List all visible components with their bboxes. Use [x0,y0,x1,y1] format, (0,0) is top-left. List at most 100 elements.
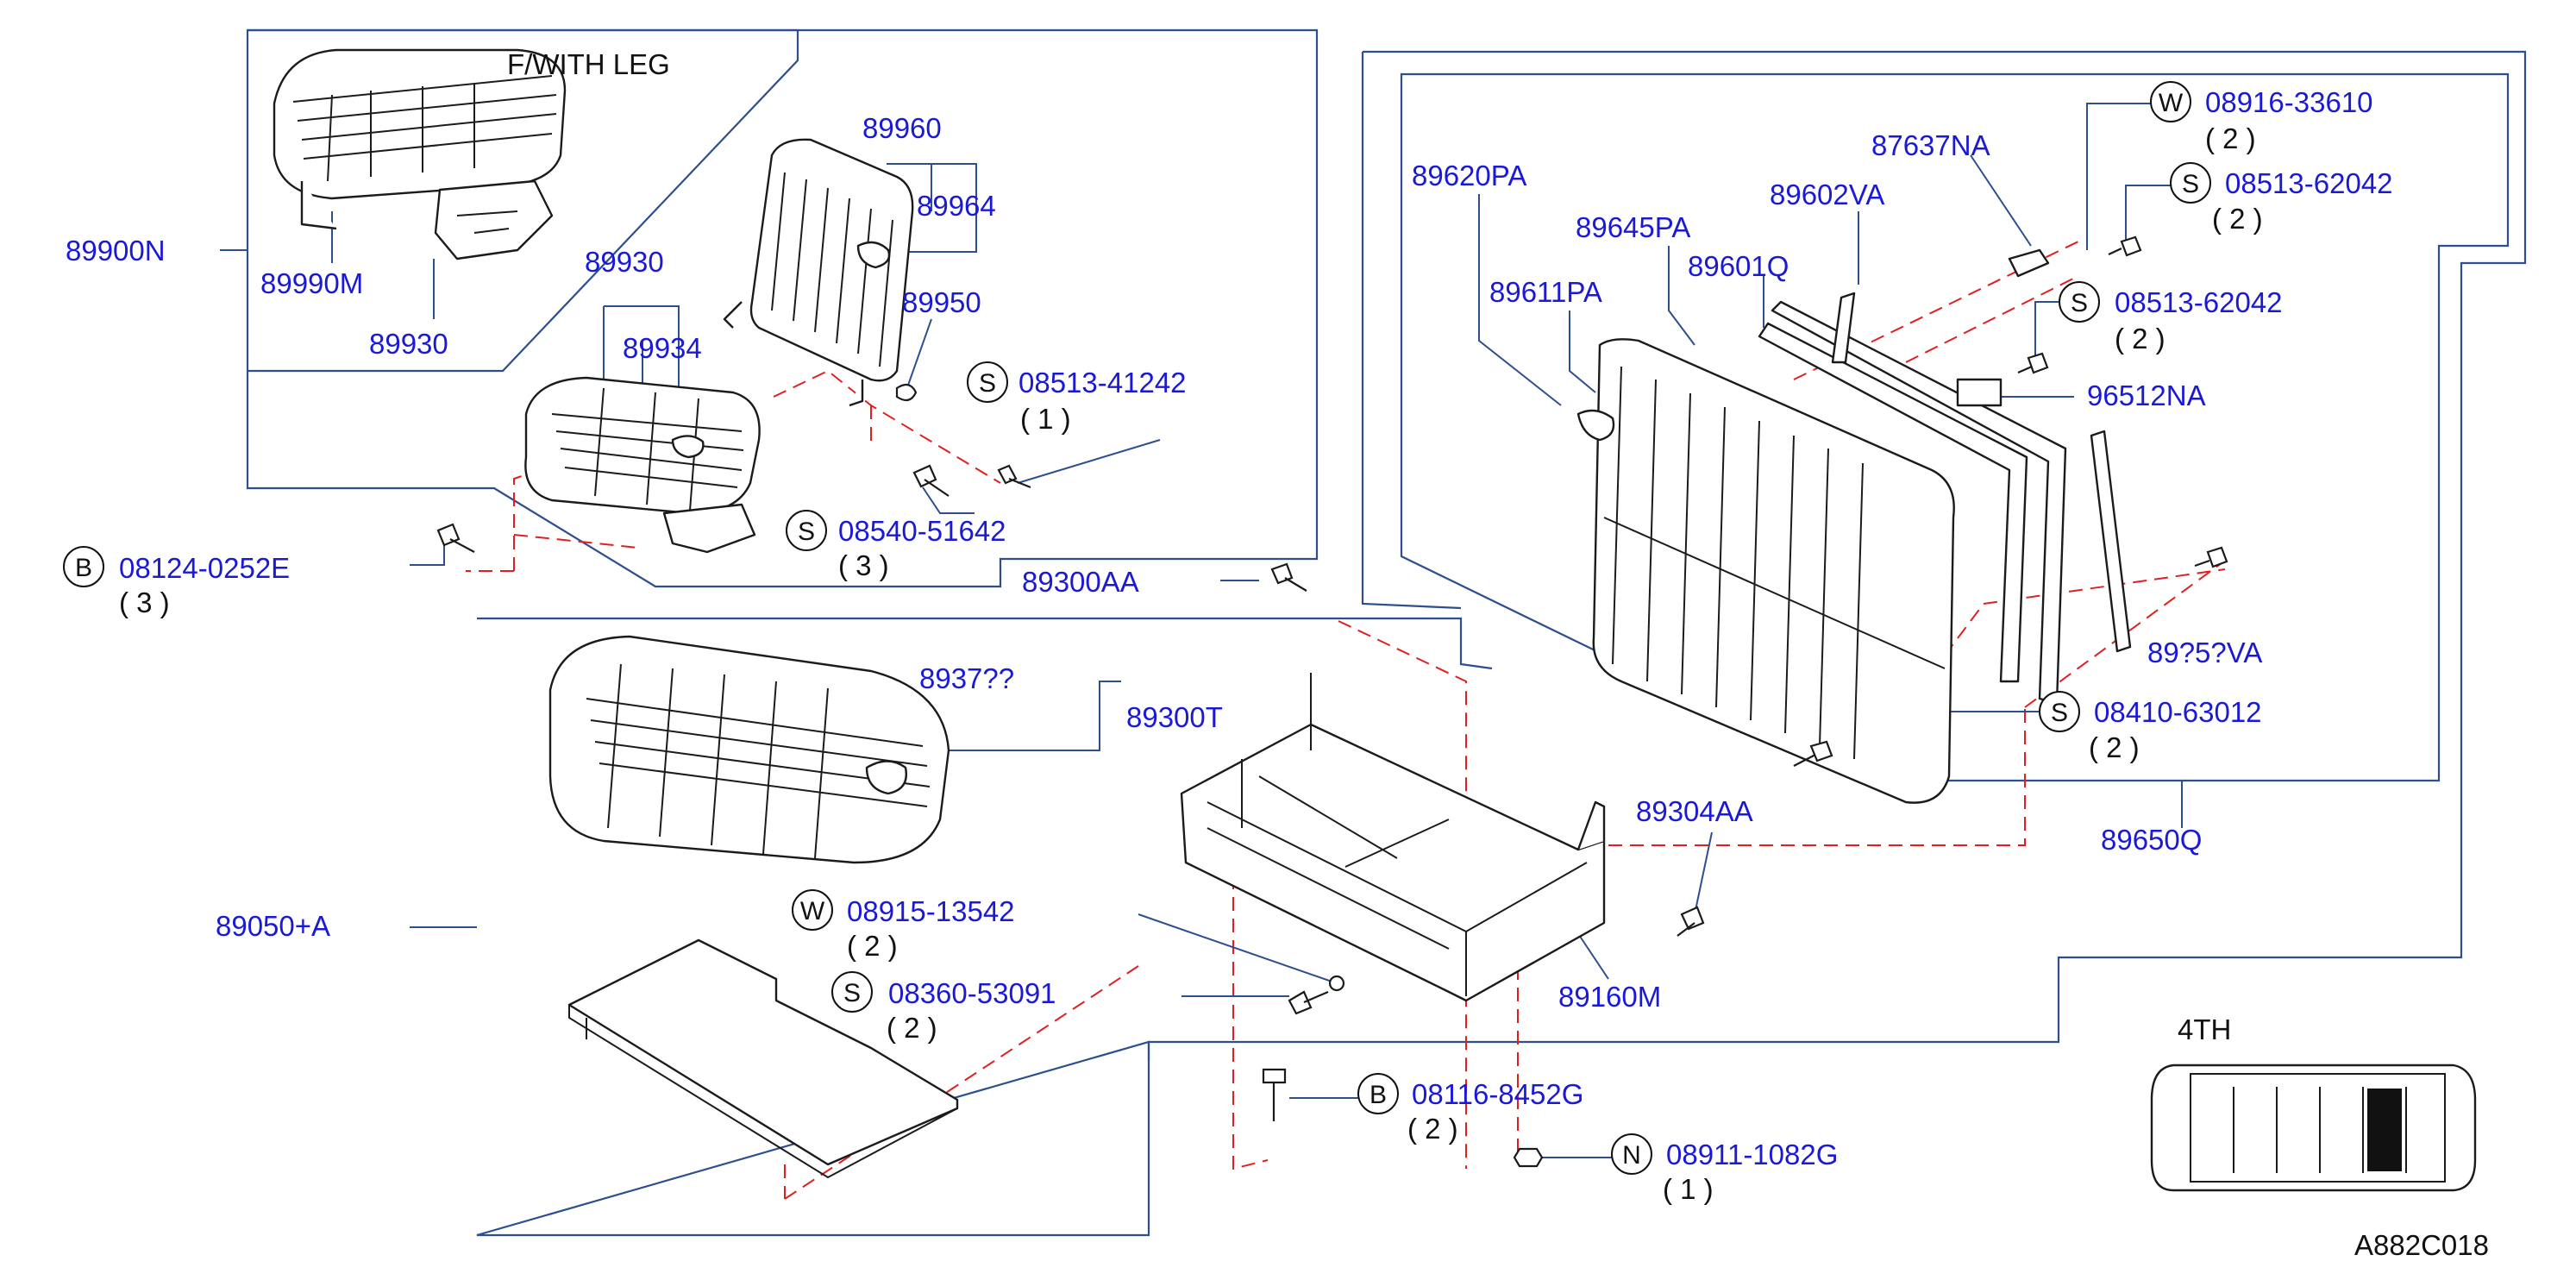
svg-text:S: S [2051,699,2068,727]
fasteners [436,235,2228,1168]
svg-text:08124-0252E: 08124-0252E [119,552,290,584]
locator-car-body [2150,1064,2477,1192]
label-87637NA: 87637NA [1871,129,1990,161]
svg-text:S: S [2182,170,2199,198]
svg-text:08540-51642: 08540-51642 [838,515,1006,547]
label-89650Q: 89650Q [2101,824,2202,856]
locator-label: 4TH [2178,1013,2231,1045]
leader-87637NA [1970,154,2032,247]
with-leg-note: F/WITH LEG [507,48,670,80]
screw-right-back [2194,546,2228,568]
label-89934: 89934 [623,332,702,364]
leader-89960 [884,163,977,253]
leader-89645PA [1668,246,1695,346]
main-cushion [548,635,950,864]
label-89950: 89950 [902,286,981,318]
leader-08916-33610 [2086,103,2152,250]
phantom-board [784,965,1139,1200]
svg-text:08513-41242: 08513-41242 [1018,367,1187,398]
leader-08513-62042a [2125,185,2173,242]
leader-89304AA [1694,831,1713,915]
drawing-code: A882C018 [2354,1229,2489,1261]
label-89300AA: 89300AA [1022,566,1139,598]
callout-08916-33610: W 08916-33610 ( 2 ) [2150,81,2373,154]
label-89300T: 89300T [1126,701,1223,733]
label-89050A: 89050+A [216,910,330,942]
phantom-rear-back [1587,241,2226,846]
svg-text:( 2 ): ( 2 ) [2089,731,2140,763]
svg-text:( 3 ): ( 3 ) [119,587,170,618]
svg-text:08513-62042: 08513-62042 [2225,167,2393,199]
callout-08513-41242: S 08513-41242 ( 1 ) [967,361,1187,435]
label-89930-leg: 89930 [369,328,448,360]
screw-08513-62042b [2017,352,2049,374]
label-89304AA: 89304AA [1636,795,1753,827]
group-frame-right-outer [1147,50,2527,1061]
leader-89611PA [1569,311,1596,393]
locator-4th-row-highlight [2367,1089,2402,1171]
leader-08513-41242 [1017,439,1161,484]
label-89964: 89964 [917,190,996,222]
label-89601Q: 89601Q [1688,250,1789,282]
svg-text:S: S [843,979,861,1007]
bolt-89300AA [1270,562,1307,592]
label-89602VA: 89602VA [1770,179,1884,210]
screw-08513-62042a [2108,235,2142,257]
svg-text:( 2 ): ( 2 ) [1407,1113,1458,1145]
svg-text:W: W [800,897,825,925]
svg-text:08410-63012: 08410-63012 [2094,696,2262,728]
label-89160M: 89160M [1558,981,1661,1013]
callouts: S 08513-41242 ( 1 ) S 08540-51642 ( 3 ) … [63,81,2393,1205]
bolt-08540 [912,464,950,497]
svg-text:08911-1082G: 08911-1082G [1666,1139,1838,1170]
svg-text:( 2 ): ( 2 ) [887,1012,937,1044]
floor-board [567,938,959,1179]
vehicle-locator [2150,1064,2477,1192]
nut-08911 [1513,1147,1544,1168]
leader-89620PA [1478,194,1562,406]
svg-text:( 3 ): ( 3 ) [838,549,889,581]
callout-08116-8452G: B 08116-8452G ( 2 ) [1357,1073,1583,1145]
svg-text:08513-62042: 08513-62042 [2115,286,2283,318]
bolt-08116 [1262,1068,1287,1121]
label-896-partial: 89?5?VA [2147,637,2262,668]
screw-08513-41242 [997,464,1031,489]
leader-08540-51642 [922,486,975,514]
label-89611PA: 89611PA [1489,276,1602,308]
rear-seatback [1576,248,2132,804]
label-96512NA: 96512NA [2087,380,2206,411]
svg-text:S: S [979,369,996,398]
label-89900N: 89900N [66,235,166,267]
leader-08124-0252E [410,545,445,566]
phantom-back-bracket [773,369,1001,484]
labels: F/WITH LEG 89900N 89990M 89930 89960 899… [66,48,2262,1013]
bolt-08124 [436,523,475,553]
group-frame-upper-left [246,28,1319,588]
seat-frame [1180,673,1606,1002]
svg-text:( 2 ): ( 2 ) [2212,203,2263,235]
svg-text:( 2 ): ( 2 ) [2205,122,2256,154]
armrest-with-leg [273,48,567,260]
svg-text:B: B [75,554,92,582]
svg-text:W: W [2159,89,2184,117]
label-89300T-partial: 8937?? [919,662,1014,694]
callout-08540-51642: S 08540-51642 ( 3 ) [786,510,1006,581]
svg-text:N: N [1622,1141,1641,1170]
callout-08915-13542: W 08915-13542 ( 2 ) [792,889,1015,962]
callout-08124-0252E: B 08124-0252E ( 3 ) [63,546,290,618]
callout-08513-62042b: S 08513-62042 ( 2 ) [2059,281,2283,355]
callout-08513-62042a: S 08513-62042 ( 2 ) [2170,162,2393,235]
clip-89950 [895,383,918,402]
svg-text:S: S [2071,289,2088,317]
svg-text:08915-13542: 08915-13542 [847,895,1015,927]
label-89645PA: 89645PA [1576,211,1690,243]
svg-text:B: B [1369,1081,1387,1109]
bolt-89304AA [1677,906,1705,937]
label-89990M: 89990M [260,267,363,299]
label-89930: 89930 [585,246,664,278]
svg-text:S: S [798,518,815,546]
svg-text:08116-8452G: 08116-8452G [1412,1078,1583,1110]
leader-08513-62042b [2034,301,2061,362]
svg-text:( 1 ): ( 1 ) [1663,1173,1714,1205]
small-cushion [524,376,761,554]
